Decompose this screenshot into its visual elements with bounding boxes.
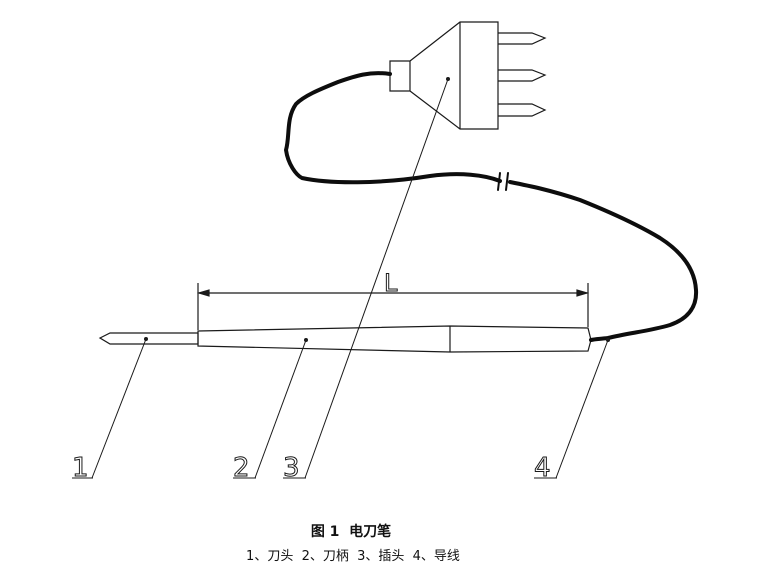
callout-1-label: 1 bbox=[72, 453, 89, 483]
figure-caption-title: 图 1 电刀笔 bbox=[310, 524, 392, 540]
blade-tip bbox=[98, 332, 199, 345]
leader-dots bbox=[144, 77, 610, 342]
pen-handle bbox=[197, 325, 592, 353]
dimension-line bbox=[196, 283, 590, 330]
callout-4-label: 4 bbox=[534, 453, 551, 483]
dimension-label: L bbox=[384, 269, 398, 297]
cable bbox=[284, 71, 699, 342]
callout-2-label: 2 bbox=[233, 453, 250, 483]
plug bbox=[389, 21, 547, 130]
callout-3-label: 3 bbox=[283, 453, 300, 483]
leader-lines bbox=[72, 78, 609, 479]
figure-caption-parts: 1、刀头 2、刀柄 3、插头 4、导线 bbox=[246, 549, 460, 564]
